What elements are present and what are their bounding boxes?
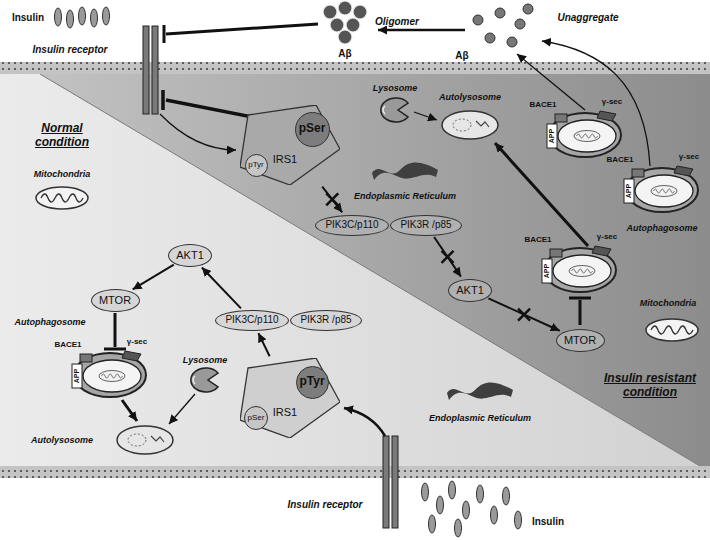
pentagon-shape bbox=[240, 105, 340, 185]
insulin-receptor bbox=[143, 26, 398, 528]
text-label: Insulin bbox=[12, 12, 44, 24]
text-label: Normal condition bbox=[16, 122, 108, 150]
cell-membrane bbox=[0, 466, 710, 478]
autophagosome bbox=[624, 166, 698, 212]
node-text: IRS1 bbox=[273, 153, 297, 166]
node-text: AKT1 bbox=[456, 284, 484, 297]
pathway-arrows bbox=[122, 30, 650, 436]
protein-ellipse: PIK3C/p110 bbox=[315, 215, 389, 236]
region-divider bbox=[40, 74, 700, 466]
node-text: PIK3R /p85 bbox=[400, 219, 451, 231]
text-label: γ-sec bbox=[597, 232, 617, 241]
mitochondrion bbox=[646, 319, 698, 341]
mitochondrion bbox=[36, 187, 88, 209]
node-text: MTOR bbox=[99, 294, 131, 307]
abeta-monomers bbox=[473, 4, 533, 47]
phospho-site: pTyr bbox=[296, 366, 329, 399]
node-text: pSer bbox=[248, 413, 265, 422]
abeta-oligomer bbox=[323, 1, 367, 44]
text-label: Endoplasmic Reticulum bbox=[429, 413, 531, 423]
insulin-molecules bbox=[55, 7, 522, 537]
text-label: Oligomer bbox=[375, 16, 419, 28]
text-label: Autolysosome bbox=[439, 92, 501, 102]
text-label: BACE1 bbox=[529, 100, 556, 109]
protein-ellipse: MTOR bbox=[556, 329, 605, 352]
text-label: Unaggregate bbox=[557, 12, 618, 24]
signal-arrow bbox=[258, 333, 269, 356]
lysosome bbox=[381, 98, 408, 122]
blocked-mark bbox=[518, 309, 530, 321]
text-label: BACE1 bbox=[524, 235, 551, 244]
blocked-mark bbox=[442, 251, 454, 263]
autolysosome bbox=[117, 426, 173, 454]
irs1-pentagon: IRS1 pTyr pSer bbox=[240, 358, 340, 438]
text-label: γ-sec bbox=[679, 152, 699, 161]
node-text: PIK3C/p110 bbox=[225, 314, 278, 326]
node-text: AKT1 bbox=[176, 249, 204, 262]
text-label: Mitochondria bbox=[640, 298, 697, 308]
normal-region bbox=[0, 74, 700, 466]
text-label: Autophagosome bbox=[627, 223, 698, 233]
protein-ellipse: PIK3R /p85 bbox=[390, 215, 462, 236]
text-label: γ-sec bbox=[127, 337, 147, 346]
node-text: PIK3C/p110 bbox=[325, 219, 378, 231]
node-text: PIK3R /p85 bbox=[300, 314, 351, 326]
phospho-site: pSer bbox=[244, 406, 268, 430]
text-label: γ-sec bbox=[602, 97, 622, 106]
node-text: IRS1 bbox=[273, 406, 297, 419]
phospho-site: pSer bbox=[295, 112, 330, 147]
inhibition-lines bbox=[104, 24, 591, 349]
text-label: Insulin bbox=[532, 516, 564, 528]
protein-ellipse: AKT1 bbox=[168, 244, 212, 267]
autophagosome bbox=[542, 246, 616, 292]
text-label: APP bbox=[548, 129, 556, 143]
phospho-site: pTyr bbox=[245, 154, 268, 177]
signal-arrow bbox=[322, 187, 342, 213]
autophagosome bbox=[547, 111, 621, 157]
text-label: Endoplasmic Reticulum bbox=[354, 191, 456, 201]
blocked-mark bbox=[326, 193, 338, 205]
signal-arrow bbox=[202, 267, 241, 308]
text-label: Mitochondria bbox=[34, 169, 91, 179]
irs1-pentagon: IRS1 pSer pTyr bbox=[240, 105, 340, 185]
text-label: Lysosome bbox=[183, 355, 228, 365]
text-label: Insulin receptor bbox=[287, 499, 362, 511]
signal-arrow bbox=[488, 298, 559, 330]
text-label: Insulin resistant condition bbox=[597, 372, 703, 400]
text-label: APP bbox=[73, 369, 81, 383]
protein-ellipse: AKT1 bbox=[448, 279, 492, 302]
protein-ellipse: PIK3C/p110 bbox=[215, 310, 289, 331]
endoplasmic-reticulum bbox=[447, 382, 513, 400]
text-label: BACE1 bbox=[54, 340, 81, 349]
text-label: Insulin receptor bbox=[32, 44, 107, 56]
autophagosome bbox=[72, 351, 146, 397]
text-label: Autolysosome bbox=[31, 435, 93, 445]
pentagon-shape bbox=[240, 358, 340, 438]
node-text: pTyr bbox=[248, 160, 264, 169]
node-text: pTyr bbox=[299, 375, 324, 389]
autolysosome bbox=[442, 111, 498, 139]
protein-ellipse: PIK3R /p85 bbox=[290, 310, 362, 331]
text-label: BACE1 bbox=[606, 155, 633, 164]
endoplasmic-reticulum bbox=[372, 162, 438, 180]
text-label: Lysosome bbox=[373, 83, 418, 93]
lysosome bbox=[191, 368, 218, 392]
node-text: MTOR bbox=[564, 334, 596, 347]
text-label: Aβ bbox=[455, 50, 468, 62]
signal-arrow bbox=[133, 265, 174, 290]
text-label: APP bbox=[625, 184, 633, 198]
text-label: Autophagosome bbox=[15, 317, 86, 327]
node-text: pSer bbox=[299, 122, 326, 136]
signal-arrow bbox=[434, 237, 461, 277]
text-label: APP bbox=[543, 264, 551, 278]
protein-ellipse: MTOR bbox=[91, 289, 140, 312]
text-label: Aβ bbox=[338, 48, 351, 60]
